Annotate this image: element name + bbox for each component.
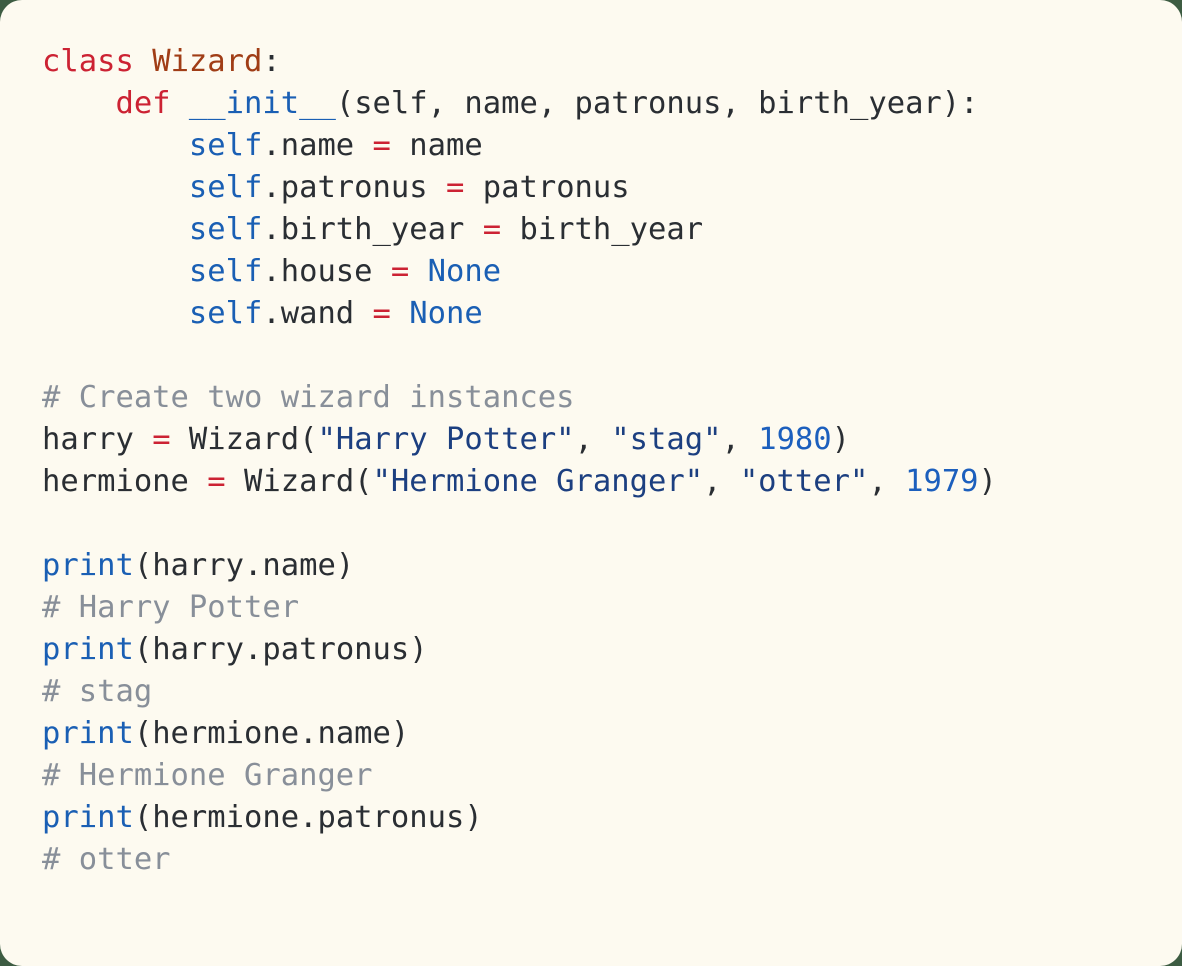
token-func: __init__ xyxy=(188,86,336,121)
token-plain: hermione xyxy=(42,464,208,499)
code-line-10: harry = Wizard("Harry Potter", "stag", 1… xyxy=(42,419,997,461)
token-number: 1979 xyxy=(905,464,979,499)
token-plain: .name xyxy=(262,128,373,163)
token-plain: .house xyxy=(262,254,391,289)
token-plain xyxy=(42,128,189,163)
code-line-20: # otter xyxy=(42,839,997,881)
code-line-6: self.house = None xyxy=(42,251,997,293)
token-number: 1980 xyxy=(758,422,832,457)
token-self: self xyxy=(188,254,263,289)
token-self: self xyxy=(188,170,263,205)
token-comment: # Hermione Granger xyxy=(42,758,373,793)
code-line-2: def __init__(self, name, patronus, birth… xyxy=(42,83,997,125)
token-plain: , xyxy=(574,422,612,457)
token-string: "stag" xyxy=(611,422,722,457)
token-punct: : xyxy=(262,44,281,79)
token-plain: , xyxy=(703,464,740,499)
code-line-1: class Wizard: xyxy=(42,41,997,83)
token-plain: (self, name, patronus, birth_year): xyxy=(335,86,979,121)
code-line-18: # Hermione Granger xyxy=(42,755,997,797)
token-plain xyxy=(42,86,115,121)
token-builtin: print xyxy=(42,632,134,667)
token-operator: = xyxy=(446,170,465,205)
token-self: self xyxy=(188,212,263,247)
token-plain: Wizard( xyxy=(170,422,318,457)
token-plain: .patronus xyxy=(262,170,446,205)
token-comment: # Create two wizard instances xyxy=(42,380,575,415)
code-line-12: ​ xyxy=(42,503,997,545)
token-plain: ) xyxy=(831,422,851,457)
token-plain: (harry.patronus) xyxy=(133,632,428,667)
token-plain: (hermione.name) xyxy=(133,716,410,751)
token-plain xyxy=(134,44,152,79)
token-plain: (hermione.patronus) xyxy=(133,800,483,835)
token-none: None xyxy=(409,296,483,331)
token-operator: = xyxy=(390,254,410,289)
code-line-5: self.birth_year = birth_year xyxy=(42,209,997,251)
code-line-16: # stag xyxy=(42,671,997,713)
token-keyword: class xyxy=(42,44,134,79)
token-plain xyxy=(42,296,189,331)
token-operator: = xyxy=(482,212,502,247)
token-plain: ) xyxy=(978,464,997,499)
token-builtin: print xyxy=(42,716,134,751)
token-plain: .birth_year xyxy=(262,212,483,247)
code-line-13: print(harry.name) xyxy=(42,545,997,587)
token-comment: # otter xyxy=(42,842,171,877)
token-plain: harry xyxy=(42,422,153,457)
token-plain xyxy=(171,86,189,121)
token-plain: , xyxy=(868,464,906,499)
token-plain: patronus xyxy=(464,170,630,205)
token-none: None xyxy=(427,254,502,289)
token-comment: # stag xyxy=(42,674,153,709)
token-string: "otter" xyxy=(739,464,869,499)
token-builtin: print xyxy=(42,800,134,835)
token-plain xyxy=(42,254,189,289)
python-code-block[interactable]: class Wizard: def __init__(self, name, p… xyxy=(42,41,997,881)
token-string: "Hermione Granger" xyxy=(372,464,704,499)
token-plain: , xyxy=(721,422,759,457)
token-operator: = xyxy=(372,128,391,163)
token-plain: (harry.name) xyxy=(133,548,355,583)
token-operator: = xyxy=(372,296,391,331)
code-line-14: # Harry Potter xyxy=(42,587,997,629)
code-line-4: self.patronus = patronus xyxy=(42,167,997,209)
token-operator: = xyxy=(207,464,226,499)
token-comment: # Harry Potter xyxy=(42,590,300,625)
token-plain: birth_year xyxy=(501,212,704,247)
code-line-11: hermione = Wizard("Hermione Granger", "o… xyxy=(42,461,997,503)
code-line-8: ​ xyxy=(42,335,997,377)
token-operator: = xyxy=(152,422,171,457)
token-plain: .wand xyxy=(262,296,373,331)
token-plain xyxy=(391,296,409,331)
token-self: self xyxy=(188,296,263,331)
code-line-17: print(hermione.name) xyxy=(42,713,997,755)
token-class: Wizard xyxy=(152,44,263,79)
code-line-15: print(harry.patronus) xyxy=(42,629,997,671)
token-keyword: def xyxy=(115,86,171,121)
token-plain xyxy=(42,212,189,247)
token-string: "Harry Potter" xyxy=(317,422,575,457)
code-line-19: print(hermione.patronus) xyxy=(42,797,997,839)
token-plain: Wizard( xyxy=(225,464,373,499)
code-line-9: # Create two wizard instances xyxy=(42,377,997,419)
code-line-7: self.wand = None xyxy=(42,293,997,335)
token-builtin: print xyxy=(42,548,134,583)
token-self: self xyxy=(188,128,263,163)
code-line-3: self.name = name xyxy=(42,125,997,167)
token-plain: name xyxy=(390,128,483,163)
token-plain xyxy=(42,170,189,205)
token-plain xyxy=(409,254,427,289)
